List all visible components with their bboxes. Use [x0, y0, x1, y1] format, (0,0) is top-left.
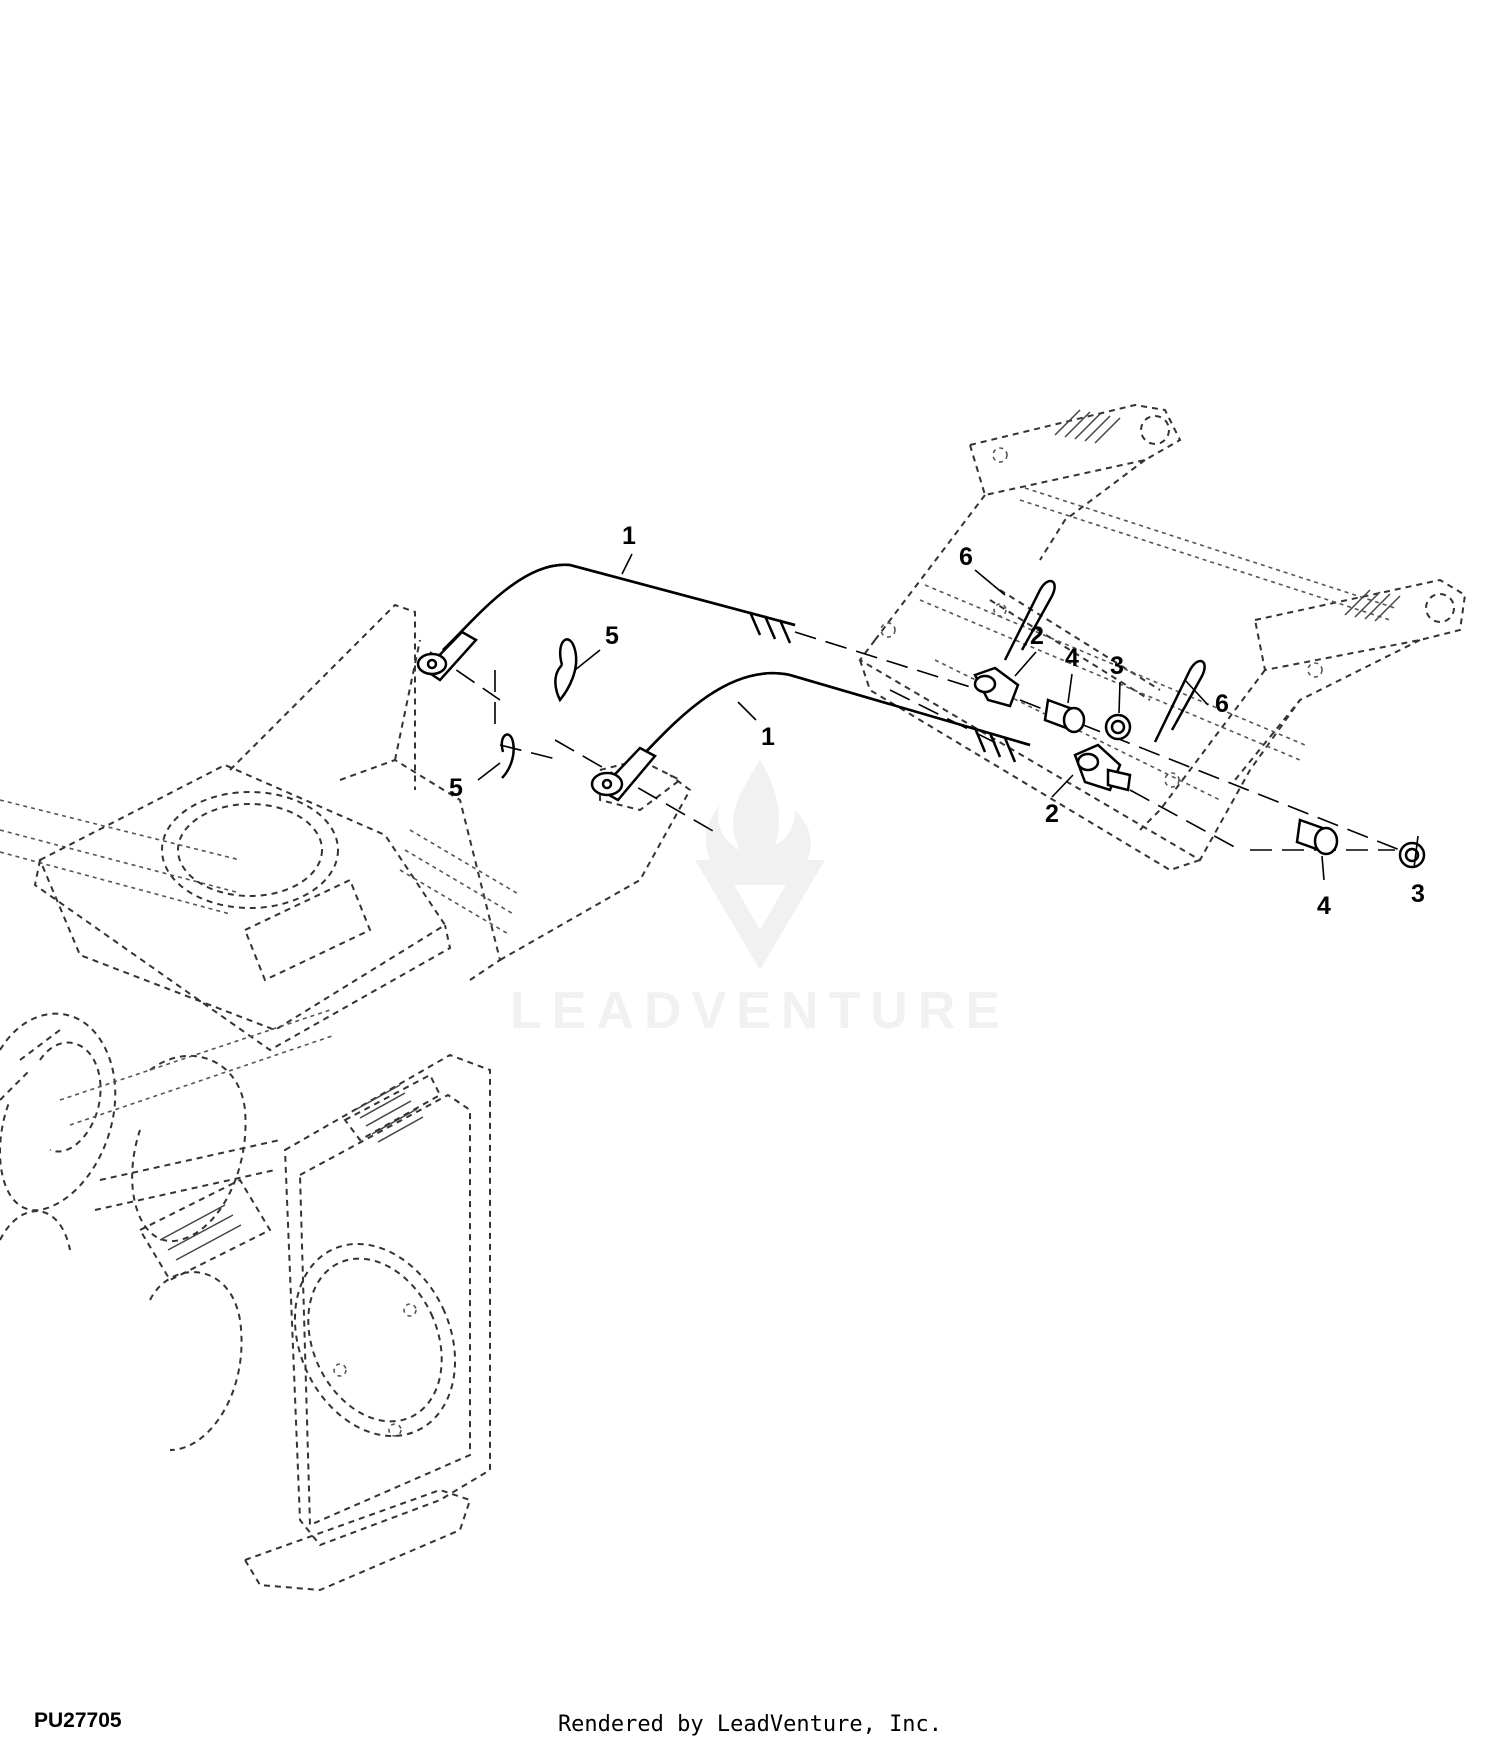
swivel-bracket-lower [1073, 743, 1132, 792]
callout-spring-lower: 6 [1215, 690, 1229, 718]
callout-bushing-upper: 4 [1065, 644, 1079, 672]
flame-v-logo-icon [695, 760, 825, 970]
callout-spring-upper: 6 [959, 543, 973, 571]
ghost-blower-housing [0, 603, 692, 1592]
callout-swivel-lower: 2 [1045, 800, 1059, 828]
spring-clip-upper [1003, 579, 1056, 661]
callout-bushing-lower: 4 [1317, 892, 1331, 920]
spring-clip-lower [1153, 659, 1206, 743]
bushing-lower [1295, 818, 1339, 856]
bushing-upper [1043, 698, 1086, 734]
hairpin-clip-upper [554, 638, 578, 703]
lock-nut-upper [1104, 713, 1132, 741]
callout-leaders [477, 553, 1419, 881]
watermark-wordmark: LEADVENTURE [510, 982, 1010, 1040]
render-credit: Rendered by LeadVenture, Inc. [557, 1712, 943, 1737]
lock-nut-lower [1398, 841, 1426, 869]
callout-nut-upper: 3 [1110, 652, 1124, 680]
callout-rod-lower: 1 [761, 723, 775, 751]
swivel-bracket-upper [973, 666, 1020, 708]
callout-clip-lower: 5 [449, 774, 463, 802]
callout-rod-upper: 1 [622, 522, 636, 550]
hairpin-clip-lower [500, 733, 515, 779]
control-rod-lower [590, 671, 1031, 802]
control-rod-upper [416, 563, 796, 682]
callout-swivel-upper: 2 [1030, 622, 1044, 650]
leadventure-watermark: LEADVENTURE [510, 760, 1010, 1040]
callout-nut-lower: 3 [1411, 880, 1425, 908]
callout-clip-upper: 5 [605, 622, 619, 650]
callout-labels: 1 1 2 2 3 3 4 4 5 5 6 6 [449, 522, 1425, 920]
figure-id-label: PU27705 [34, 1709, 122, 1732]
